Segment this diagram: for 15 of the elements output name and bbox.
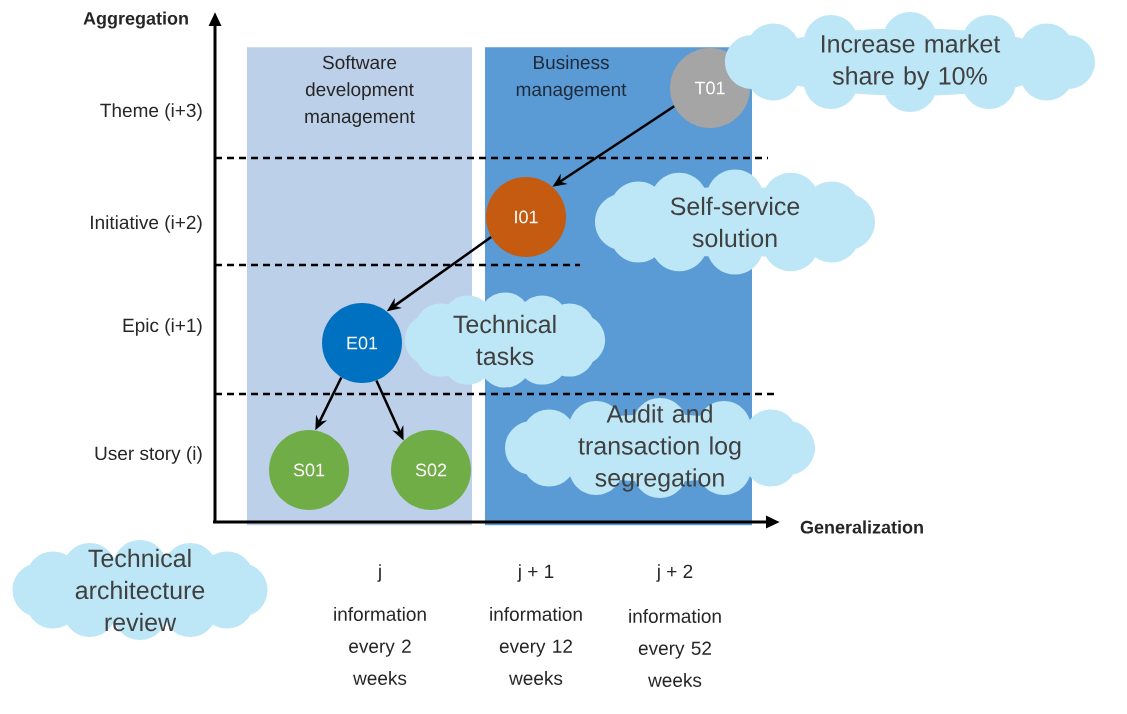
level-label: User story (i) — [95, 446, 202, 464]
column-label: j + 2 — [656, 564, 693, 582]
cloud-callout: Self-service solution — [595, 169, 875, 275]
cloud-callout: Increase market share by 10% — [725, 12, 1095, 112]
axis-title: Aggregation — [83, 11, 188, 29]
column-label: information every 12 weeks — [490, 607, 582, 685]
axis-title: Generalization — [800, 520, 923, 534]
column-label: information every 52 weeks — [629, 609, 721, 687]
level-label: Theme (i+3) — [100, 103, 202, 121]
level-label: Initiative (i+2) — [91, 215, 202, 233]
level-label: Epic (i+1) — [123, 318, 202, 336]
column-label: j — [377, 564, 381, 582]
cloud-callout: Technical architecture review — [12, 540, 268, 640]
column-label: information every 2 weeks — [334, 607, 426, 685]
column-label: j + 1 — [517, 564, 554, 582]
